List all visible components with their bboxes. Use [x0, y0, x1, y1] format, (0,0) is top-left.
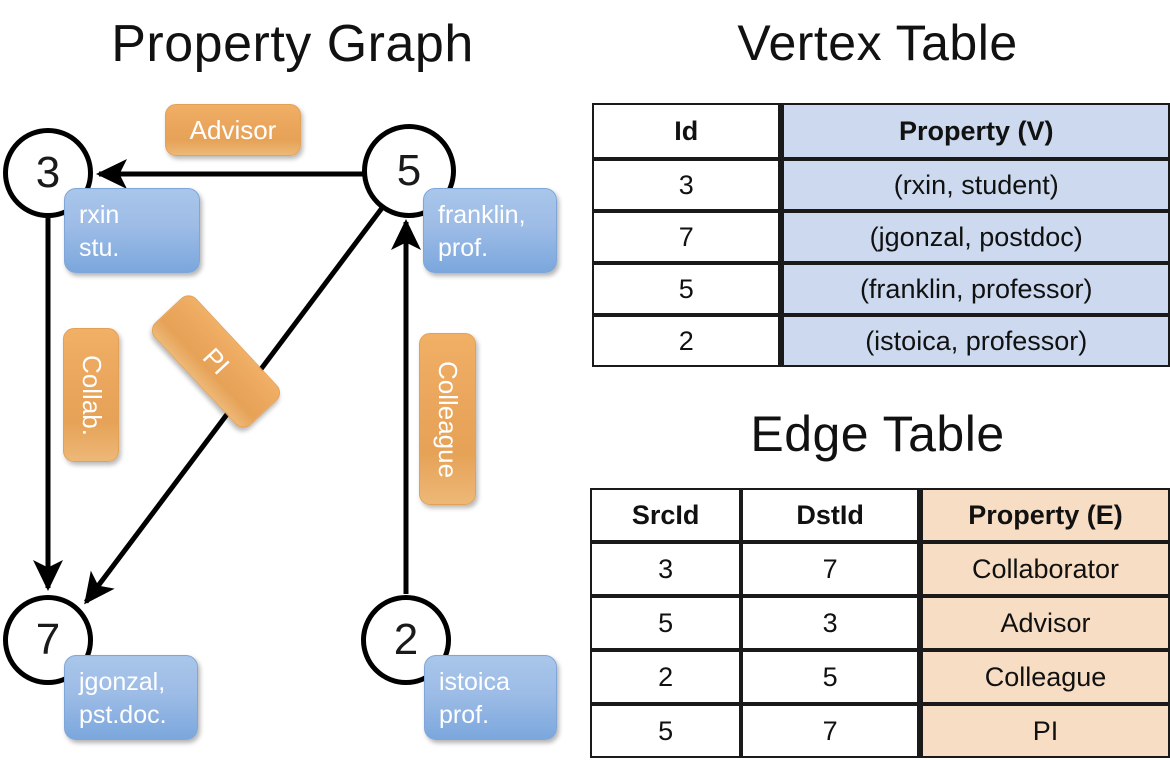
vertex-table-header-id: Id: [592, 103, 781, 159]
vertex-id-cell: 7: [592, 211, 781, 263]
edge-table-header-dstid: DstId: [741, 488, 920, 542]
edge-src-cell: 5: [590, 704, 742, 758]
table-row[interactable]: 5 (franklin, professor): [592, 263, 1170, 315]
node-property-callout-rxin: rxin stu.: [64, 188, 200, 273]
edge-property-cell: Colleague: [919, 650, 1170, 704]
edge-label-pi-text: PI: [197, 341, 236, 381]
edge-label-advisor: Advisor: [165, 104, 301, 156]
vertex-property-cell: (rxin, student): [780, 159, 1170, 211]
vertex-id-cell: 5: [592, 263, 781, 315]
edge-src-cell: 3: [590, 542, 742, 596]
edge-dst-cell: 7: [741, 704, 920, 758]
graph-node-2[interactable]: 2: [361, 595, 451, 685]
node-property-callout-istoica: istoica prof.: [424, 655, 557, 740]
vertex-table-header-property: Property (V): [780, 103, 1170, 159]
node-property-line2: prof.: [439, 701, 490, 729]
vertex-property-cell: (jgonzal, postdoc): [780, 211, 1170, 263]
table-row[interactable]: 2 (istoica, professor): [592, 315, 1170, 367]
page-title-vertex-table: Vertex Table: [737, 15, 1018, 71]
graph-node-7-label: 7: [35, 615, 61, 664]
edge-dst-cell: 7: [741, 542, 920, 596]
node-property-callout-jgonzal: jgonzal, pst.doc.: [64, 655, 198, 740]
graph-node-5[interactable]: 5: [362, 124, 456, 218]
edge-property-cell: Collaborator: [919, 542, 1170, 596]
node-property-line1: jgonzal,: [79, 668, 166, 696]
table-row[interactable]: 3 7 Collaborator: [590, 542, 1170, 596]
node-property-line2: pst.doc.: [79, 701, 167, 729]
property-graph-diagram: 3 5 7 2 rxin stu. franklin, prof. jgonza…: [3, 104, 557, 740]
table-row[interactable]: 5 3 Advisor: [590, 596, 1170, 650]
vertex-property-cell: (istoica, professor): [780, 315, 1170, 367]
node-property-line2: stu.: [79, 234, 120, 262]
edge-table-header-srcid: SrcId: [590, 488, 742, 542]
graph-node-3-label: 3: [35, 148, 61, 197]
node-property-line1: rxin: [79, 201, 120, 229]
vertex-property-cell: (franklin, professor): [780, 263, 1170, 315]
table-row[interactable]: 7 (jgonzal, postdoc): [592, 211, 1170, 263]
table-header-row: Id Property (V): [592, 103, 1170, 159]
edge-table: SrcId DstId Property (E) 3 7 Collaborato…: [590, 488, 1170, 758]
node-property-line1: franklin,: [438, 201, 526, 229]
edge-label-advisor-text: Advisor: [189, 114, 277, 145]
graph-node-5-label: 5: [396, 146, 422, 195]
table-row[interactable]: 2 5 Colleague: [590, 650, 1170, 704]
page-title-property-graph: Property Graph: [111, 15, 474, 73]
vertex-id-cell: 2: [592, 315, 781, 367]
edge-src-cell: 5: [590, 596, 742, 650]
edge-label-colleague-text: Colleague: [433, 360, 463, 478]
edge-property-cell: Advisor: [919, 596, 1170, 650]
edge-label-collab: Collab.: [63, 328, 119, 462]
node-property-line2: prof.: [438, 234, 489, 262]
vertex-table: Id Property (V) 3 (rxin, student) 7 (jgo…: [592, 103, 1170, 367]
edge-property-cell: PI: [919, 704, 1170, 758]
edge-dst-cell: 5: [741, 650, 920, 704]
edge-src-cell: 2: [590, 650, 742, 704]
edge-label-collab-text: Collab.: [76, 354, 107, 436]
edge-dst-cell: 3: [741, 596, 920, 650]
edge-label-colleague: Colleague: [419, 333, 476, 505]
table-row[interactable]: 5 7 PI: [590, 704, 1170, 758]
node-property-line1: istoica: [439, 668, 510, 696]
table-header-row: SrcId DstId Property (E): [590, 488, 1170, 542]
page-title-edge-table: Edge Table: [750, 406, 1005, 462]
edge-table-header-property: Property (E): [919, 488, 1170, 542]
graph-node-2-label: 2: [393, 615, 419, 664]
node-property-callout-franklin: franklin, prof.: [423, 188, 557, 273]
table-row[interactable]: 3 (rxin, student): [592, 159, 1170, 211]
vertex-id-cell: 3: [592, 159, 781, 211]
